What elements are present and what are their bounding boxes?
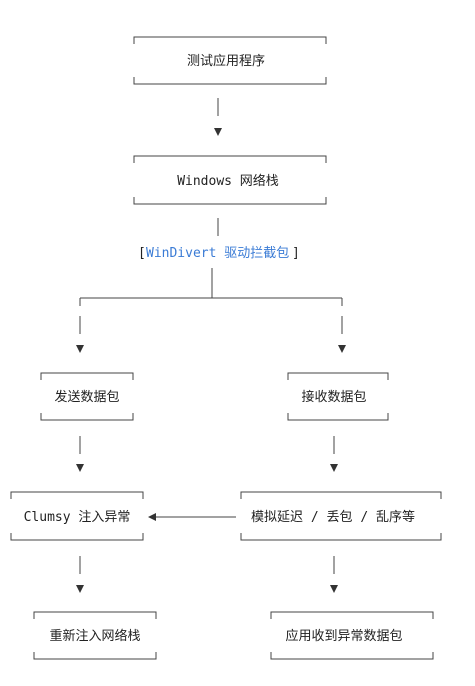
connector-app-to-stack [214, 98, 222, 136]
node-clumsy-label: Clumsy 注入异常 [24, 510, 131, 525]
arrow-down-icon [76, 585, 84, 593]
arrow-down-icon [214, 128, 222, 136]
node-send-packets-label: 发送数据包 [54, 389, 119, 405]
node-app-receives: 应用收到异常数据包 [270, 611, 434, 660]
node-windivert: [ WinDivert 驱动拦截包 ] [138, 246, 300, 261]
windivert-bracket-close: ] [292, 246, 300, 261]
node-windivert-label: WinDivert 驱动拦截包 [146, 246, 289, 261]
node-windows-stack: Windows 网络栈 [133, 155, 327, 205]
node-test-app: 测试应用程序 [133, 36, 327, 85]
arrow-left-icon [148, 513, 156, 521]
node-reinject-label: 重新注入网络栈 [49, 628, 140, 644]
node-recv-packets-label: 接收数据包 [301, 389, 366, 405]
windivert-bracket-open: [ [138, 246, 146, 261]
node-reinject: 重新注入网络栈 [33, 611, 157, 660]
node-recv-packets: 接收数据包 [287, 372, 389, 421]
node-app-receives-label: 应用收到异常数据包 [285, 628, 402, 644]
node-test-app-label: 测试应用程序 [187, 53, 265, 69]
node-simulate-label: 模拟延迟 / 丢包 / 乱序等 [251, 509, 415, 525]
connector-simulate-to-app [330, 556, 338, 593]
connector-recv-to-simulate [330, 436, 338, 472]
connector-simulate-to-clumsy [148, 513, 236, 521]
node-windows-stack-label: Windows 网络栈 [177, 173, 279, 189]
arrow-down-icon [76, 464, 84, 472]
arrow-down-icon [76, 345, 84, 353]
connector-clumsy-to-reinject [76, 556, 84, 593]
connector-send-to-clumsy [76, 436, 84, 472]
node-simulate: 模拟延迟 / 丢包 / 乱序等 [240, 491, 442, 541]
arrow-down-icon [330, 464, 338, 472]
node-send-packets: 发送数据包 [40, 372, 134, 421]
connector-split [76, 268, 346, 353]
arrow-down-icon [330, 585, 338, 593]
node-clumsy: Clumsy 注入异常 [10, 491, 144, 541]
arrow-down-icon [338, 345, 346, 353]
